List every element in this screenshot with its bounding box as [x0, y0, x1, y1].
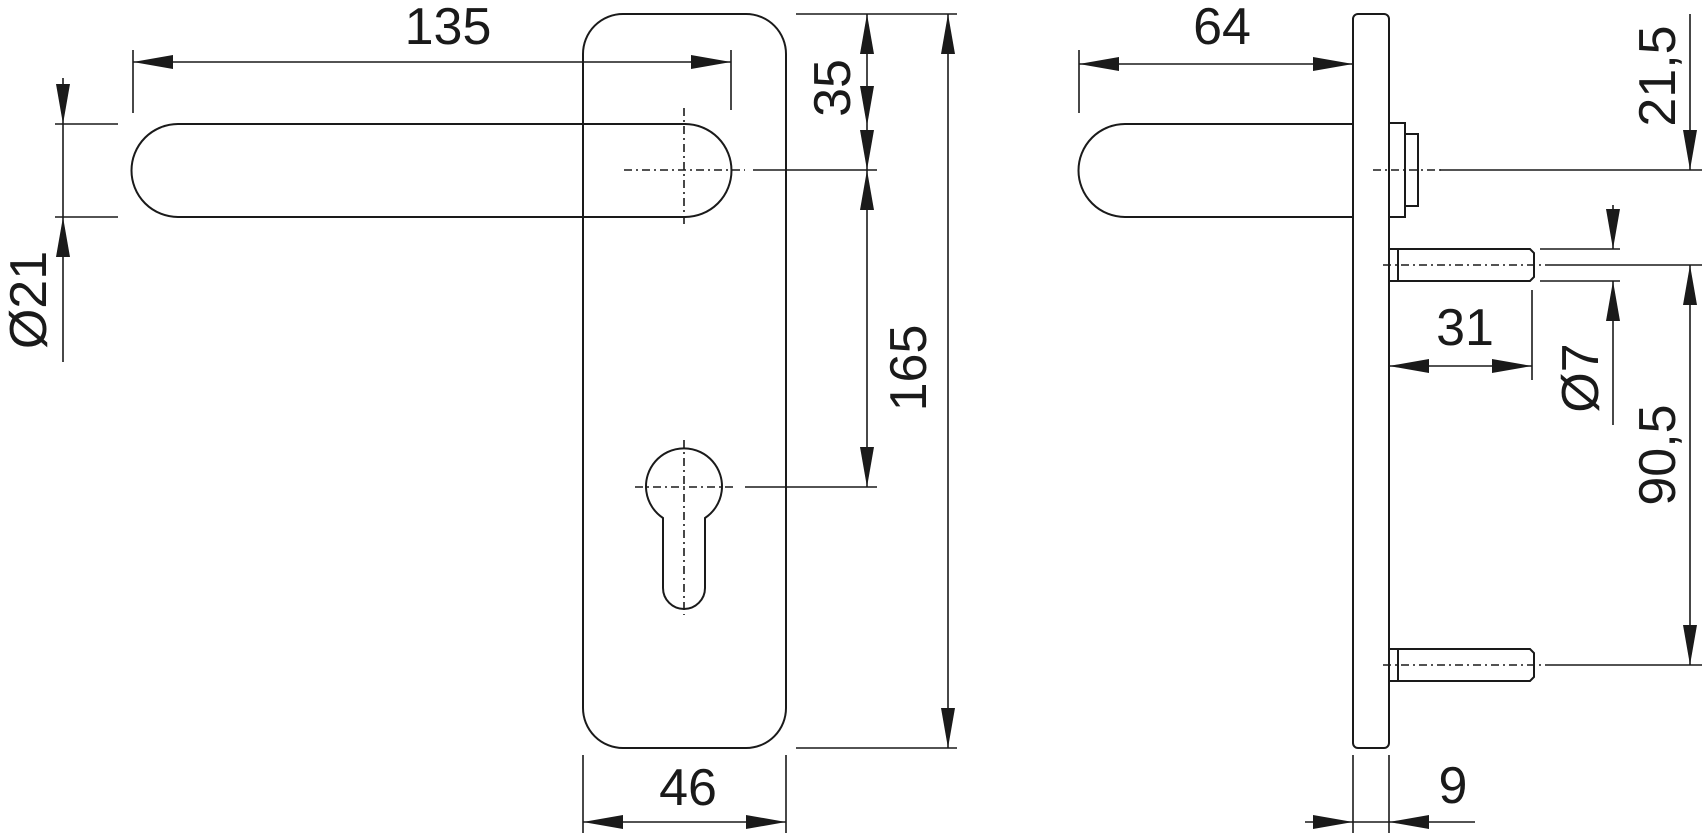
dim-side-projection: 64	[1193, 0, 1251, 56]
dim-plate-width: 46	[659, 759, 717, 817]
lever-handle-front	[130, 123, 733, 218]
side-view: 64 21,5 90,5 Ø7 31 9	[1077, 0, 1702, 833]
lever-handle-side	[1077, 123, 1353, 218]
dim-lever-diameter: Ø21	[0, 251, 58, 349]
backplate-side	[1352, 13, 1390, 749]
backplate-front	[582, 13, 787, 749]
dim-plate-thickness: 9	[1439, 757, 1468, 815]
dim-screw-length: 31	[1436, 299, 1494, 357]
dim-lever-length: 135	[405, 0, 492, 56]
dim-screw-diameter: Ø7	[1552, 343, 1610, 412]
dim-top-to-spindle: 35	[804, 59, 862, 117]
front-view: 135 Ø21 35 165 46	[0, 0, 957, 833]
cylinder-hole	[645, 447, 723, 610]
dim-side-top-to-spindle: 21,5	[1629, 25, 1687, 126]
dim-spindle-to-cylinder: 165	[880, 325, 938, 412]
dim-screw-spacing: 90,5	[1629, 404, 1687, 505]
